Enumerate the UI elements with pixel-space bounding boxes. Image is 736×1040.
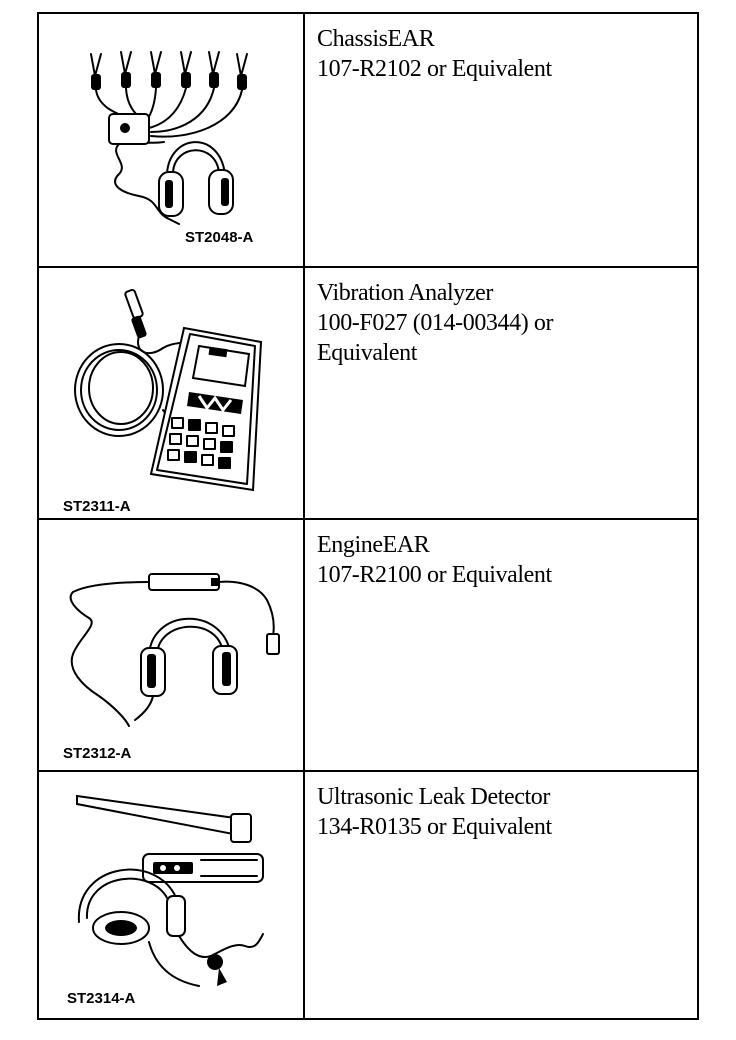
tool-part-number: 107-R2100 or Equivalent (317, 562, 552, 588)
tool-row-ultrasonic-leak-detector: ST2314-A Ultrasonic Leak Detector 134-R0… (39, 772, 697, 1018)
tool-row-vibration-analyzer: ST2311-A Vibration Analyzer 100-F027 (01… (39, 268, 697, 520)
tool-row-engineear: ST2312-A EngineEAR 107-R2100 or Equivale… (39, 520, 697, 772)
tool-name: Ultrasonic Leak Detector (317, 784, 550, 810)
tool-name: Vibration Analyzer (317, 280, 493, 306)
ultrasonic-leak-detector-icon (76, 794, 264, 987)
tool-equivalent: Equivalent (317, 340, 417, 366)
chassisear-illustration: ST2048-A (39, 14, 305, 266)
figure-code: ST2312-A (63, 745, 132, 762)
tool-description: Ultrasonic Leak Detector 134-R0135 or Eq… (305, 772, 697, 1018)
figure-code: ST2311-A (63, 498, 131, 515)
tool-name: ChassisEAR (317, 26, 435, 52)
tool-description: EngineEAR 107-R2100 or Equivalent (305, 520, 697, 770)
tool-part-number: 100-F027 (014-00344) or (317, 310, 554, 336)
vibration-analyzer-icon (74, 288, 263, 492)
tool-part-number: 107-R2102 or Equivalent (317, 56, 552, 82)
tool-row-chassisear: ST2048-A ChassisEAR 107-R2102 or Equival… (39, 14, 697, 268)
tool-part-number: 134-R0135 or Equivalent (317, 814, 552, 840)
figure-code: ST2048-A (185, 229, 254, 246)
special-tools-table: ST2048-A ChassisEAR 107-R2102 or Equival… (37, 12, 699, 1020)
vibration-analyzer-illustration: ST2311-A (39, 268, 305, 518)
ultrasonic-leak-detector-illustration: ST2314-A (39, 772, 305, 1018)
tool-description: Vibration Analyzer 100-F027 (014-00344) … (305, 268, 697, 518)
chassisear-icon (90, 51, 248, 225)
figure-code: ST2314-A (67, 990, 136, 1007)
tool-name: EngineEAR (317, 532, 430, 558)
engineear-icon (69, 573, 280, 727)
engineear-illustration: ST2312-A (39, 520, 305, 770)
tool-description: ChassisEAR 107-R2102 or Equivalent (305, 14, 697, 266)
